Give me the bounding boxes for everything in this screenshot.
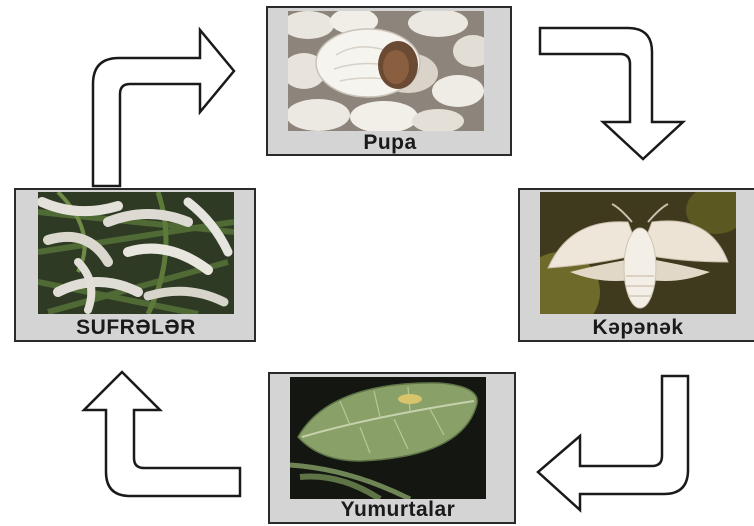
curved-arrow-up-right-icon: [93, 30, 234, 186]
stage-card-larvae: SUFRƏLƏR: [14, 188, 256, 342]
stage-label-pupa: Pupa: [344, 131, 436, 155]
stage-label-larvae: SUFRƏLƏR: [38, 316, 234, 340]
silkworm-cocoons-photo: [288, 11, 484, 131]
silk-moth-photo: [540, 192, 736, 314]
curved-arrow-left-up-icon: [84, 372, 240, 496]
silkworm-larvae-photo: [38, 192, 234, 314]
stage-label-moth: Kəpənək: [550, 316, 726, 340]
stage-card-moth: Kəpənək: [518, 188, 754, 342]
curved-arrow-right-down-icon: [540, 28, 683, 159]
eggs-on-mulberry-leaf-photo: [290, 377, 486, 499]
stage-card-eggs: Yumurtalar: [268, 372, 516, 524]
curved-arrow-down-left-icon: [538, 376, 688, 510]
stage-label-eggs: Yumurtalar: [310, 498, 486, 522]
stage-card-pupa: Pupa: [266, 6, 512, 156]
